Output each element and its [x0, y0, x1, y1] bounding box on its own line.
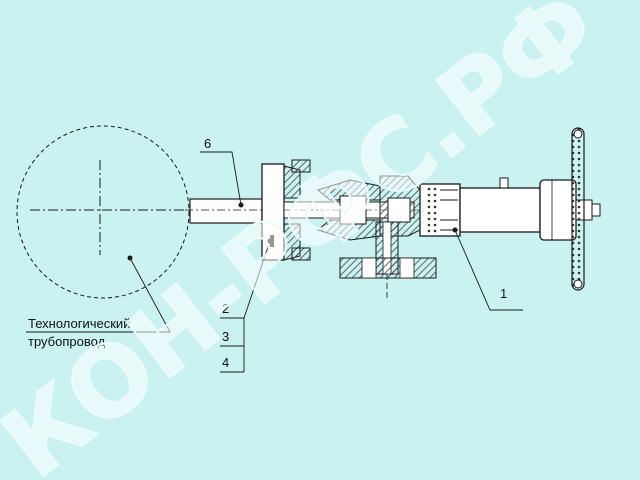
- valve-bonnet: [419, 177, 601, 241]
- label-part-6: 6: [204, 136, 211, 151]
- handwheel: [571, 127, 585, 291]
- label-part-3: 3: [222, 329, 229, 344]
- pipeline-label-line-1: Технологический: [28, 316, 130, 331]
- bottom-flange: [339, 257, 437, 279]
- pipeline-label-line-2: трубопровод: [28, 334, 106, 349]
- label-part-1: 1: [500, 286, 507, 301]
- label-part-2: 2: [222, 301, 229, 316]
- leader-lines: [26, 151, 523, 373]
- watermark: КОН-РФС.РФ: [0, 0, 618, 480]
- flange: [261, 159, 311, 261]
- label-part-4: 4: [222, 355, 229, 370]
- nipple-pipe: [185, 198, 263, 224]
